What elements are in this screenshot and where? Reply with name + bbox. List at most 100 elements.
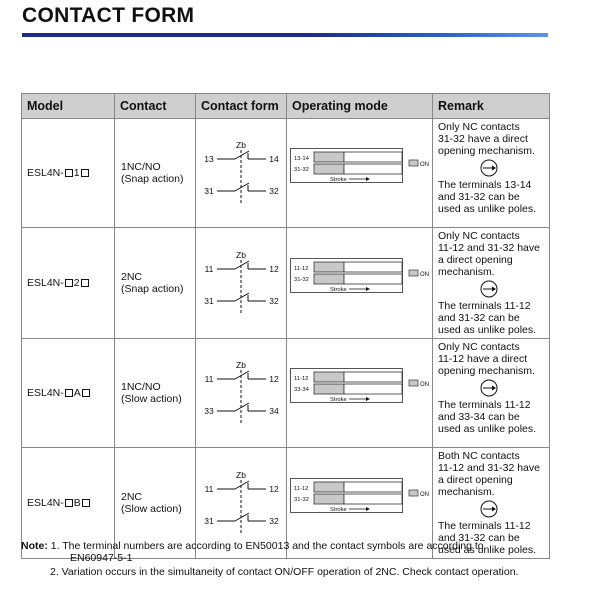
terminal-label: 11 bbox=[205, 374, 214, 384]
off-bar bbox=[343, 151, 402, 163]
on-legend-swatch bbox=[408, 269, 418, 277]
model-prefix: ESL4N- bbox=[27, 387, 64, 399]
note-1: Note: 1. The terminal numbers are accord… bbox=[21, 540, 581, 552]
title-rule bbox=[22, 33, 548, 37]
contact-type: 2NC bbox=[121, 491, 143, 503]
note-1-continued: EN60947-5-1 bbox=[70, 552, 133, 564]
contact-action: (Snap action) bbox=[121, 283, 184, 295]
on-legend-label: ON bbox=[420, 492, 429, 498]
on-legend-label: ON bbox=[420, 272, 429, 278]
on-bar bbox=[313, 163, 344, 175]
header-operating-mode: Operating mode bbox=[286, 93, 433, 119]
contact-cell: 2NC(Slow action) bbox=[114, 447, 196, 559]
on-bar bbox=[313, 383, 344, 395]
remark-line: The terminals 11-12 bbox=[438, 520, 531, 532]
remark-line: opening mechanism. bbox=[438, 145, 535, 157]
contact-blade bbox=[234, 370, 250, 380]
terminal-label: 11 bbox=[205, 264, 214, 274]
contact-blade bbox=[234, 480, 250, 490]
remark-line: opening mechanism. bbox=[438, 365, 535, 377]
on-bar bbox=[313, 151, 344, 163]
model-prefix: ESL4N- bbox=[27, 167, 64, 179]
direct-opening-icon bbox=[480, 379, 498, 397]
placeholder-box bbox=[64, 389, 73, 397]
contact-action: (Slow action) bbox=[121, 503, 182, 515]
terminal-label: 34 bbox=[269, 406, 279, 416]
zb-label: Zb bbox=[236, 360, 246, 370]
on-legend-label: ON bbox=[420, 382, 429, 388]
off-bar bbox=[343, 493, 402, 505]
contact-cell: 1NC/NO(Slow action) bbox=[114, 338, 196, 448]
notes: Note: 1. The terminal numbers are accord… bbox=[21, 540, 581, 578]
on-legend-label: ON bbox=[420, 162, 429, 168]
placeholder-box bbox=[64, 279, 73, 287]
off-bar bbox=[343, 273, 402, 285]
model-code: B bbox=[73, 497, 81, 509]
direct-opening-icon bbox=[480, 500, 498, 518]
stroke-label: Stroke bbox=[330, 177, 347, 183]
direct-opening-arrowhead bbox=[492, 506, 496, 512]
remark-line: used as unlike poles. bbox=[438, 324, 537, 336]
contact-type: 2NC bbox=[121, 271, 143, 283]
remark-line: used as unlike poles. bbox=[438, 203, 537, 215]
off-bar bbox=[343, 383, 402, 395]
stroke-arrowhead bbox=[365, 397, 370, 401]
remark-line: 11-12 and 31-32 have bbox=[438, 462, 540, 474]
placeholder-box bbox=[81, 389, 90, 397]
off-bar bbox=[343, 261, 402, 273]
mode-label: 31-32 bbox=[294, 167, 309, 173]
remark-line: used as unlike poles. bbox=[438, 423, 537, 435]
terminal-label: 12 bbox=[269, 484, 279, 494]
model-cell: ESL4N-2 bbox=[21, 227, 115, 339]
page-title: CONTACT FORM bbox=[22, 4, 195, 27]
terminal-label: 33 bbox=[204, 406, 214, 416]
model-cell: ESL4N-B bbox=[21, 447, 115, 559]
stroke-label: Stroke bbox=[330, 287, 347, 293]
on-bar bbox=[313, 371, 344, 383]
mode-label: 31-32 bbox=[294, 277, 309, 283]
on-legend-swatch bbox=[408, 489, 418, 497]
header-remark: Remark bbox=[432, 93, 550, 119]
contact-blade bbox=[234, 292, 250, 302]
placeholder-box bbox=[80, 169, 89, 177]
table-header-row: Model Contact Contact form Operating mod… bbox=[21, 93, 550, 119]
contact-cell: 2NC(Snap action) bbox=[114, 227, 196, 339]
stroke-label: Stroke bbox=[330, 397, 347, 403]
contact-action: (Slow action) bbox=[121, 393, 182, 405]
stroke-label: Stroke bbox=[330, 507, 347, 513]
remark-line: Only NC contacts bbox=[438, 230, 520, 242]
mode-label: 11-12 bbox=[294, 486, 308, 492]
mode-label: 31-32 bbox=[294, 497, 309, 503]
terminal-label: 31 bbox=[204, 296, 214, 306]
on-legend-swatch bbox=[408, 379, 418, 387]
model-prefix: ESL4N- bbox=[27, 277, 64, 289]
remark-line: The terminals 11-12 bbox=[438, 399, 531, 411]
remark-line: Only NC contacts bbox=[438, 341, 520, 353]
contact-blade bbox=[234, 150, 250, 160]
stroke-arrowhead bbox=[365, 177, 370, 181]
off-bar bbox=[343, 481, 402, 493]
note-1-text: 1. The terminal numbers are according to… bbox=[50, 540, 484, 552]
header-contact-form: Contact form bbox=[195, 93, 287, 119]
remark-line: a direct opening bbox=[438, 254, 513, 266]
remark-line: and 31-32 can be bbox=[438, 532, 520, 544]
terminal-label: 11 bbox=[205, 484, 214, 494]
